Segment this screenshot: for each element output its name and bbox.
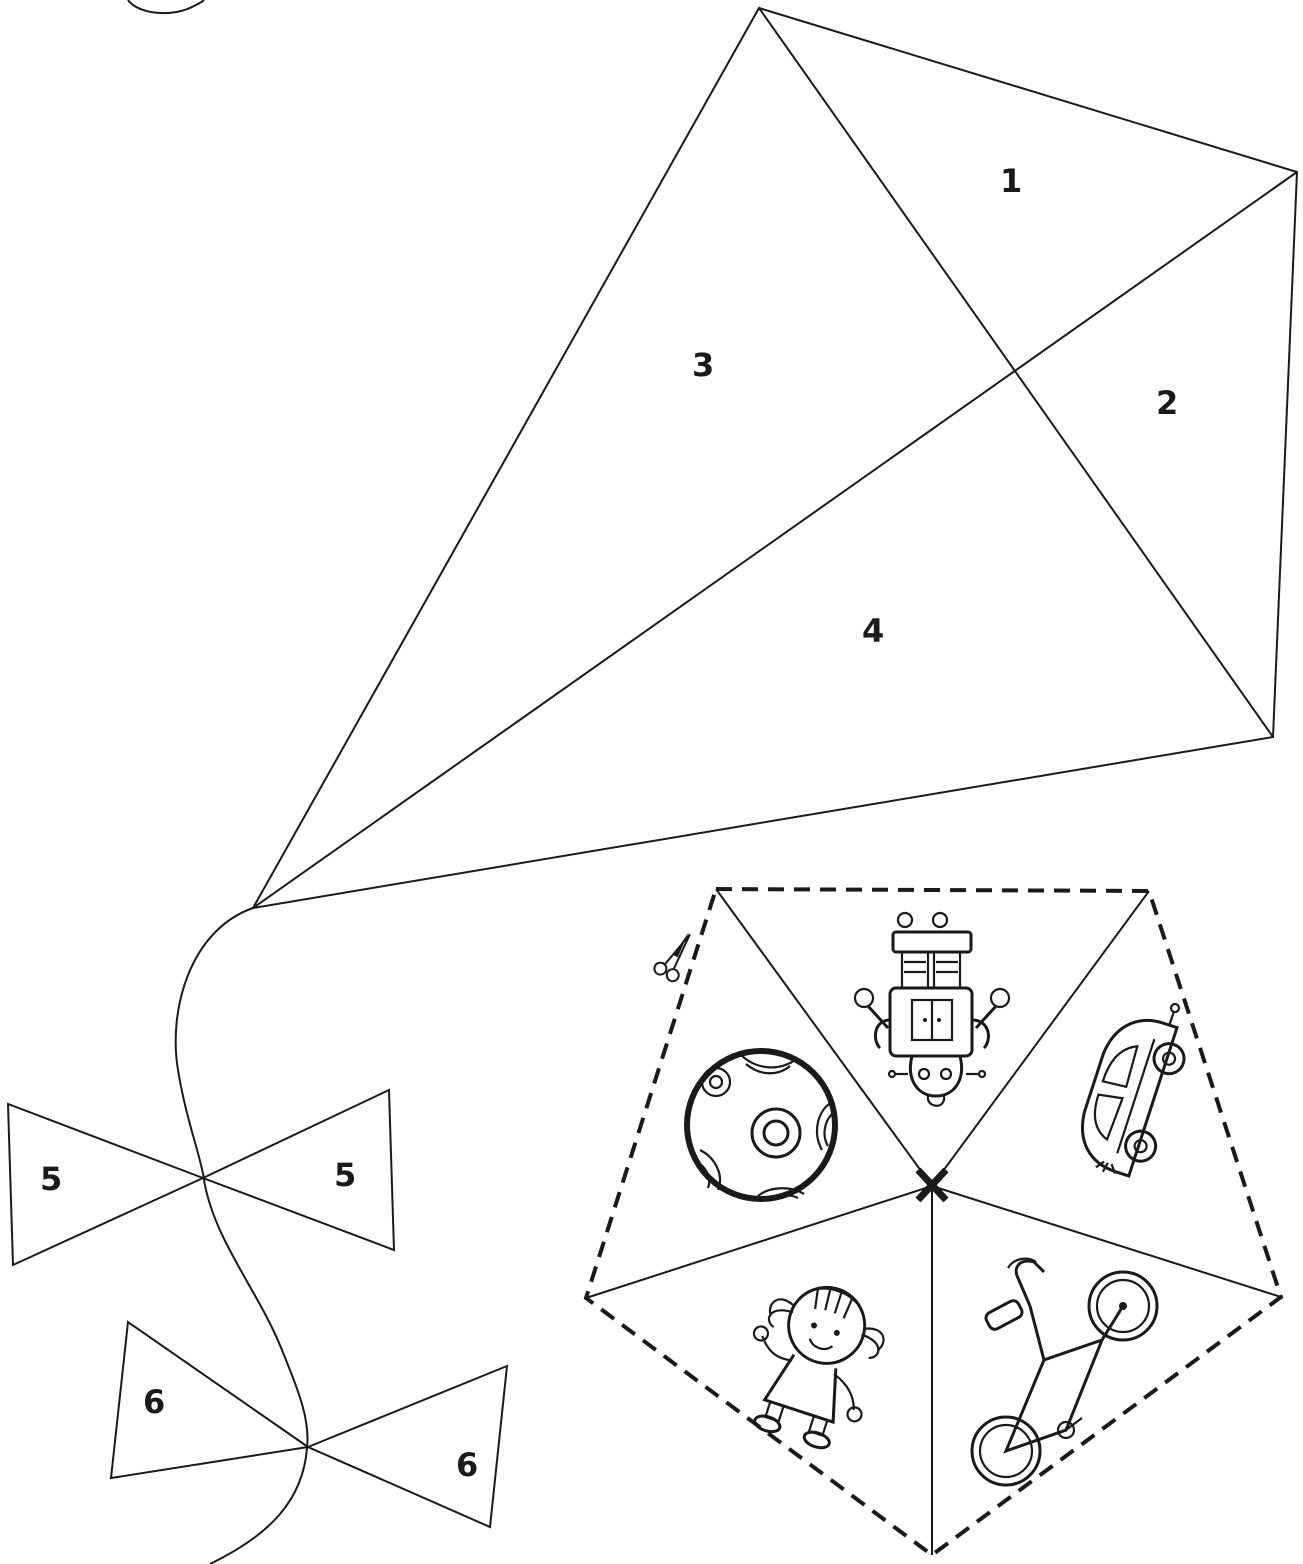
kite-section-4-label: 4	[862, 612, 884, 650]
kite-spine	[759, 8, 1273, 737]
bicycle-picture	[972, 1259, 1157, 1485]
car-picture	[1069, 988, 1200, 1186]
bow-upper-right-label: 5	[334, 1156, 356, 1194]
pentagon-divider-1	[716, 889, 932, 1186]
bow-lower-left-wing	[111, 1322, 308, 1478]
pentagon-divider-2	[932, 891, 1149, 1186]
kite-outline	[253, 8, 1297, 908]
scissors-icon	[652, 925, 699, 983]
bow-upper-left-label: 5	[40, 1160, 62, 1198]
bow-lower: 6 6	[111, 1322, 507, 1527]
kite: 1 2 3 4	[253, 8, 1297, 908]
girl-picture	[726, 1269, 896, 1458]
kite-section-2-label: 2	[1156, 384, 1178, 422]
pentagon-divider-3	[932, 1186, 1281, 1297]
bow-lower-right-label: 6	[456, 1446, 478, 1484]
robot-picture	[855, 913, 1009, 1106]
bow-upper-left-wing	[8, 1104, 203, 1265]
pentagon-divider-5	[586, 1186, 932, 1298]
ball-picture	[687, 1051, 835, 1200]
bow-upper: 5 5	[8, 1090, 394, 1265]
kite-section-1-label: 1	[1000, 162, 1022, 200]
bow-lower-left-label: 6	[143, 1383, 165, 1421]
kite-spar	[253, 172, 1297, 908]
kite-section-3-label: 3	[692, 346, 714, 384]
pentagon-spinner	[586, 889, 1281, 1555]
bow-upper-right-wing	[203, 1090, 394, 1250]
partial-doodle-top-left	[128, 0, 204, 13]
